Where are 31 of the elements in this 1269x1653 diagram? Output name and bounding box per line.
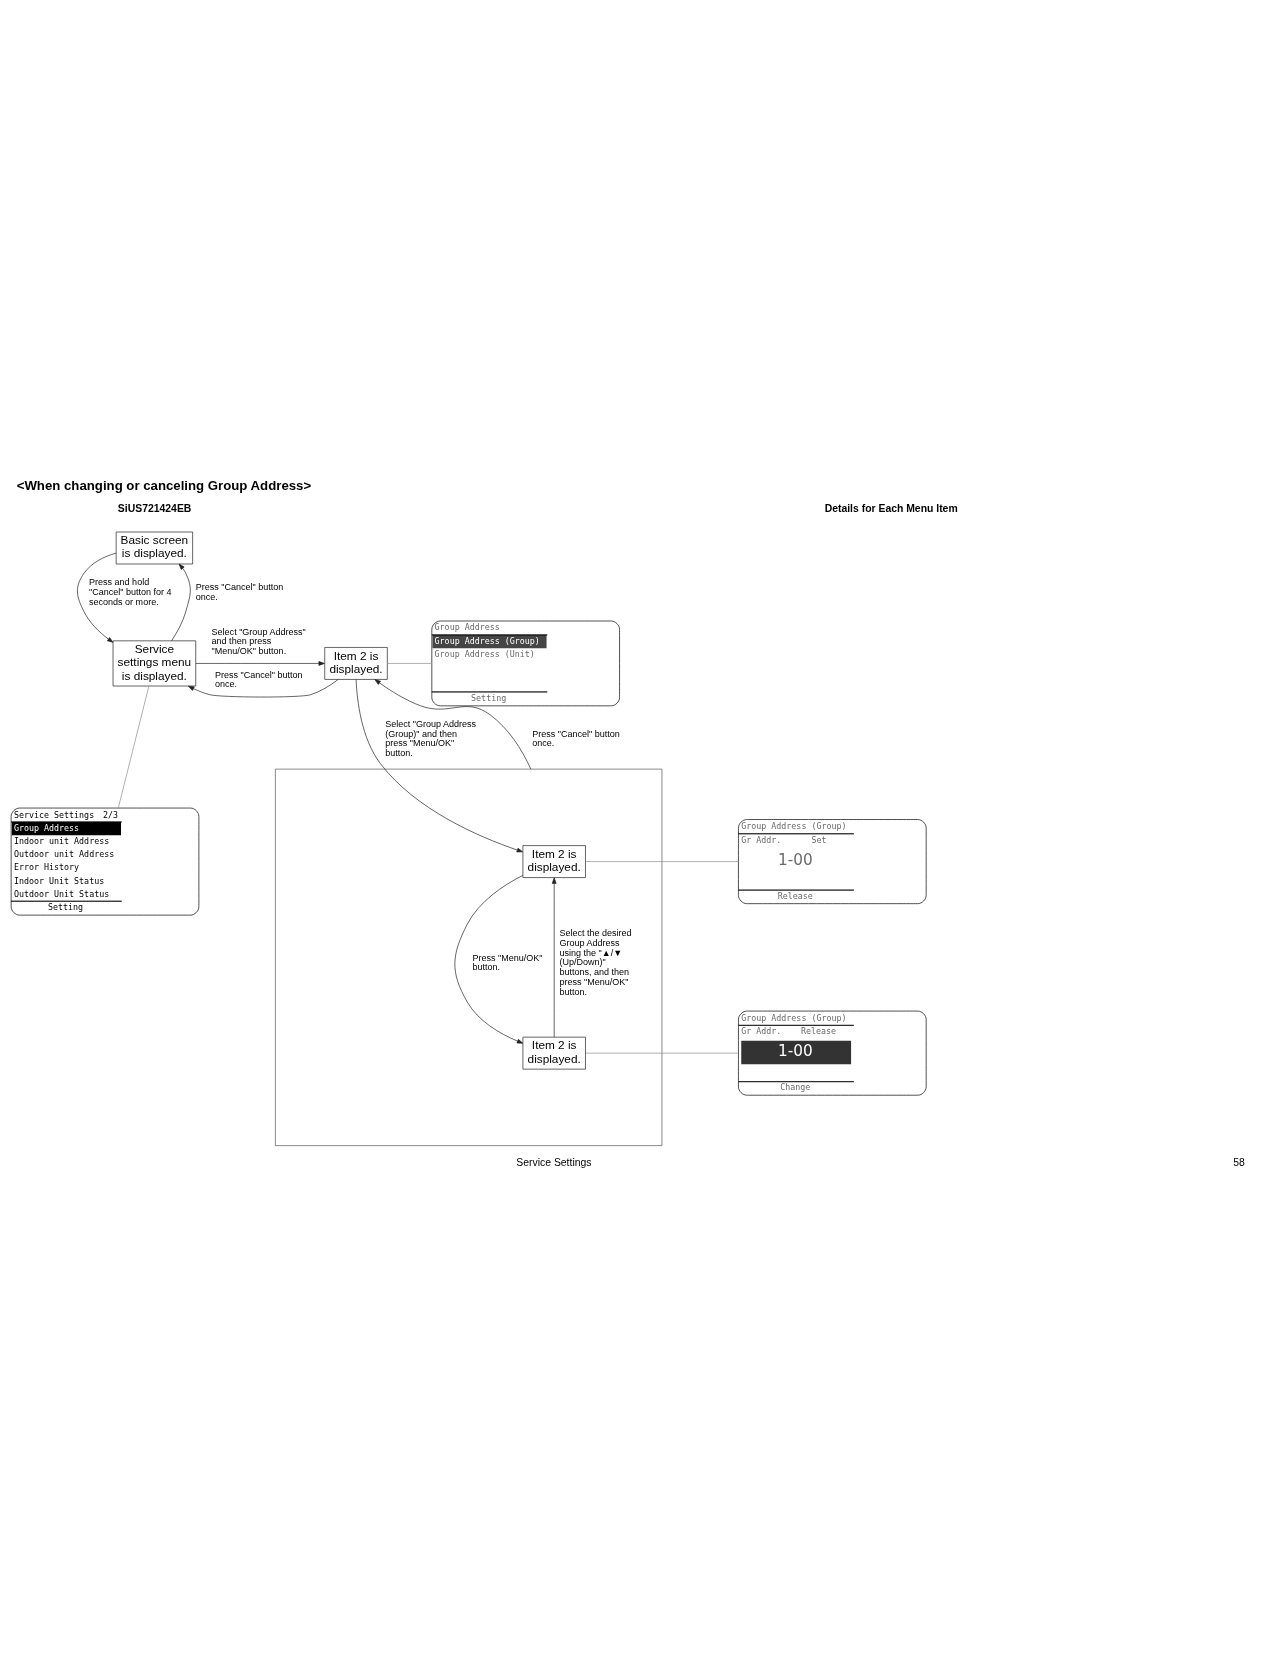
label: Service Settings	[516, 1156, 592, 1168]
node-box: Service settings menu is displayed.	[112, 640, 197, 686]
label: 58	[1233, 1156, 1245, 1168]
node-box: Item 2 is displayed.	[522, 1036, 586, 1069]
cluster	[275, 768, 663, 1146]
arrow	[551, 877, 557, 1037]
edge-label: Press "Menu/OK" button.	[472, 952, 543, 972]
arrow	[195, 660, 325, 666]
connector	[387, 662, 433, 664]
edge-label: Select the desired Group Address using the "▲/▼ (Up/Down)" buttons, and then press "Menu/OK" button.	[559, 927, 632, 997]
arrow	[188, 678, 339, 697]
edge-label: Press "Cancel" button once.	[215, 669, 303, 689]
edge-label: Press and hold "Cancel" button for 4 seconds or more.	[89, 576, 172, 607]
arrow	[355, 678, 523, 852]
node-box: Basic screen is displayed.	[115, 531, 193, 564]
edge-label: Press "Cancel" button once.	[195, 581, 284, 602]
edge-label: Select "Group Address (Group)" and then press "Menu/OK" button.	[385, 718, 477, 758]
arrow	[374, 678, 532, 769]
node-box: Item 2 is displayed.	[324, 646, 388, 680]
connector	[585, 860, 739, 862]
edge-label: Select "Group Address" and then press "Menu/OK" button.	[211, 626, 306, 656]
label: SiUS721424EB	[117, 502, 192, 514]
arrow	[454, 874, 524, 1044]
connector	[585, 1052, 739, 1053]
arrow	[77, 552, 117, 643]
edge-label: Press "Cancel" button once.	[532, 728, 620, 748]
label: Details for Each Menu Item	[824, 502, 958, 514]
connector	[117, 685, 150, 808]
node-box: Item 2 is displayed.	[522, 844, 586, 878]
diagram-title: <When changing or canceling Group Address>	[16, 477, 312, 493]
arrow	[171, 563, 191, 641]
